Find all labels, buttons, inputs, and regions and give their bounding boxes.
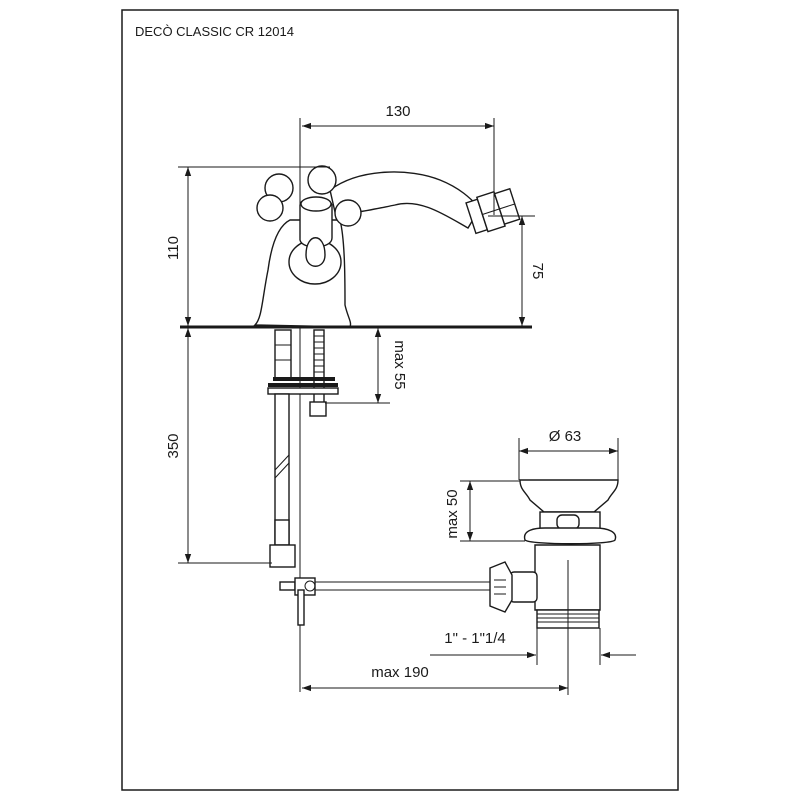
- dimension-350: 350: [165, 328, 272, 564]
- drawing-frame: [121, 9, 679, 791]
- dimension-diameter-63: Ø 63: [518, 428, 619, 480]
- dim-350-label: 350: [165, 433, 182, 458]
- dimension-130: 130: [302, 103, 495, 215]
- dimension-75: 75: [488, 215, 546, 326]
- dimension-thread: 1" - 1"1/4: [430, 628, 636, 665]
- dim-75-label: 75: [529, 263, 546, 280]
- faucet-body: [253, 165, 521, 328]
- dimension-110: 110: [165, 166, 330, 326]
- dim-max50-label: max 50: [444, 489, 461, 538]
- dim-63-label: Ø 63: [549, 428, 582, 445]
- drain-waste: [489, 479, 619, 695]
- dim-max190-label: max 190: [371, 664, 429, 681]
- dim-130-label: 130: [385, 103, 410, 120]
- dim-max55-label: max 55: [391, 340, 408, 389]
- fixing-assembly: [267, 329, 490, 626]
- dimension-max-190: max 190: [302, 664, 568, 692]
- dim-110-label: 110: [165, 236, 182, 260]
- dim-thread-label: 1" - 1"1/4: [444, 630, 506, 647]
- dimension-max-50: max 50: [444, 480, 525, 542]
- drawing-title: DECÒ CLASSIC CR 12014: [135, 24, 294, 39]
- dimension-max-55: max 55: [325, 328, 408, 404]
